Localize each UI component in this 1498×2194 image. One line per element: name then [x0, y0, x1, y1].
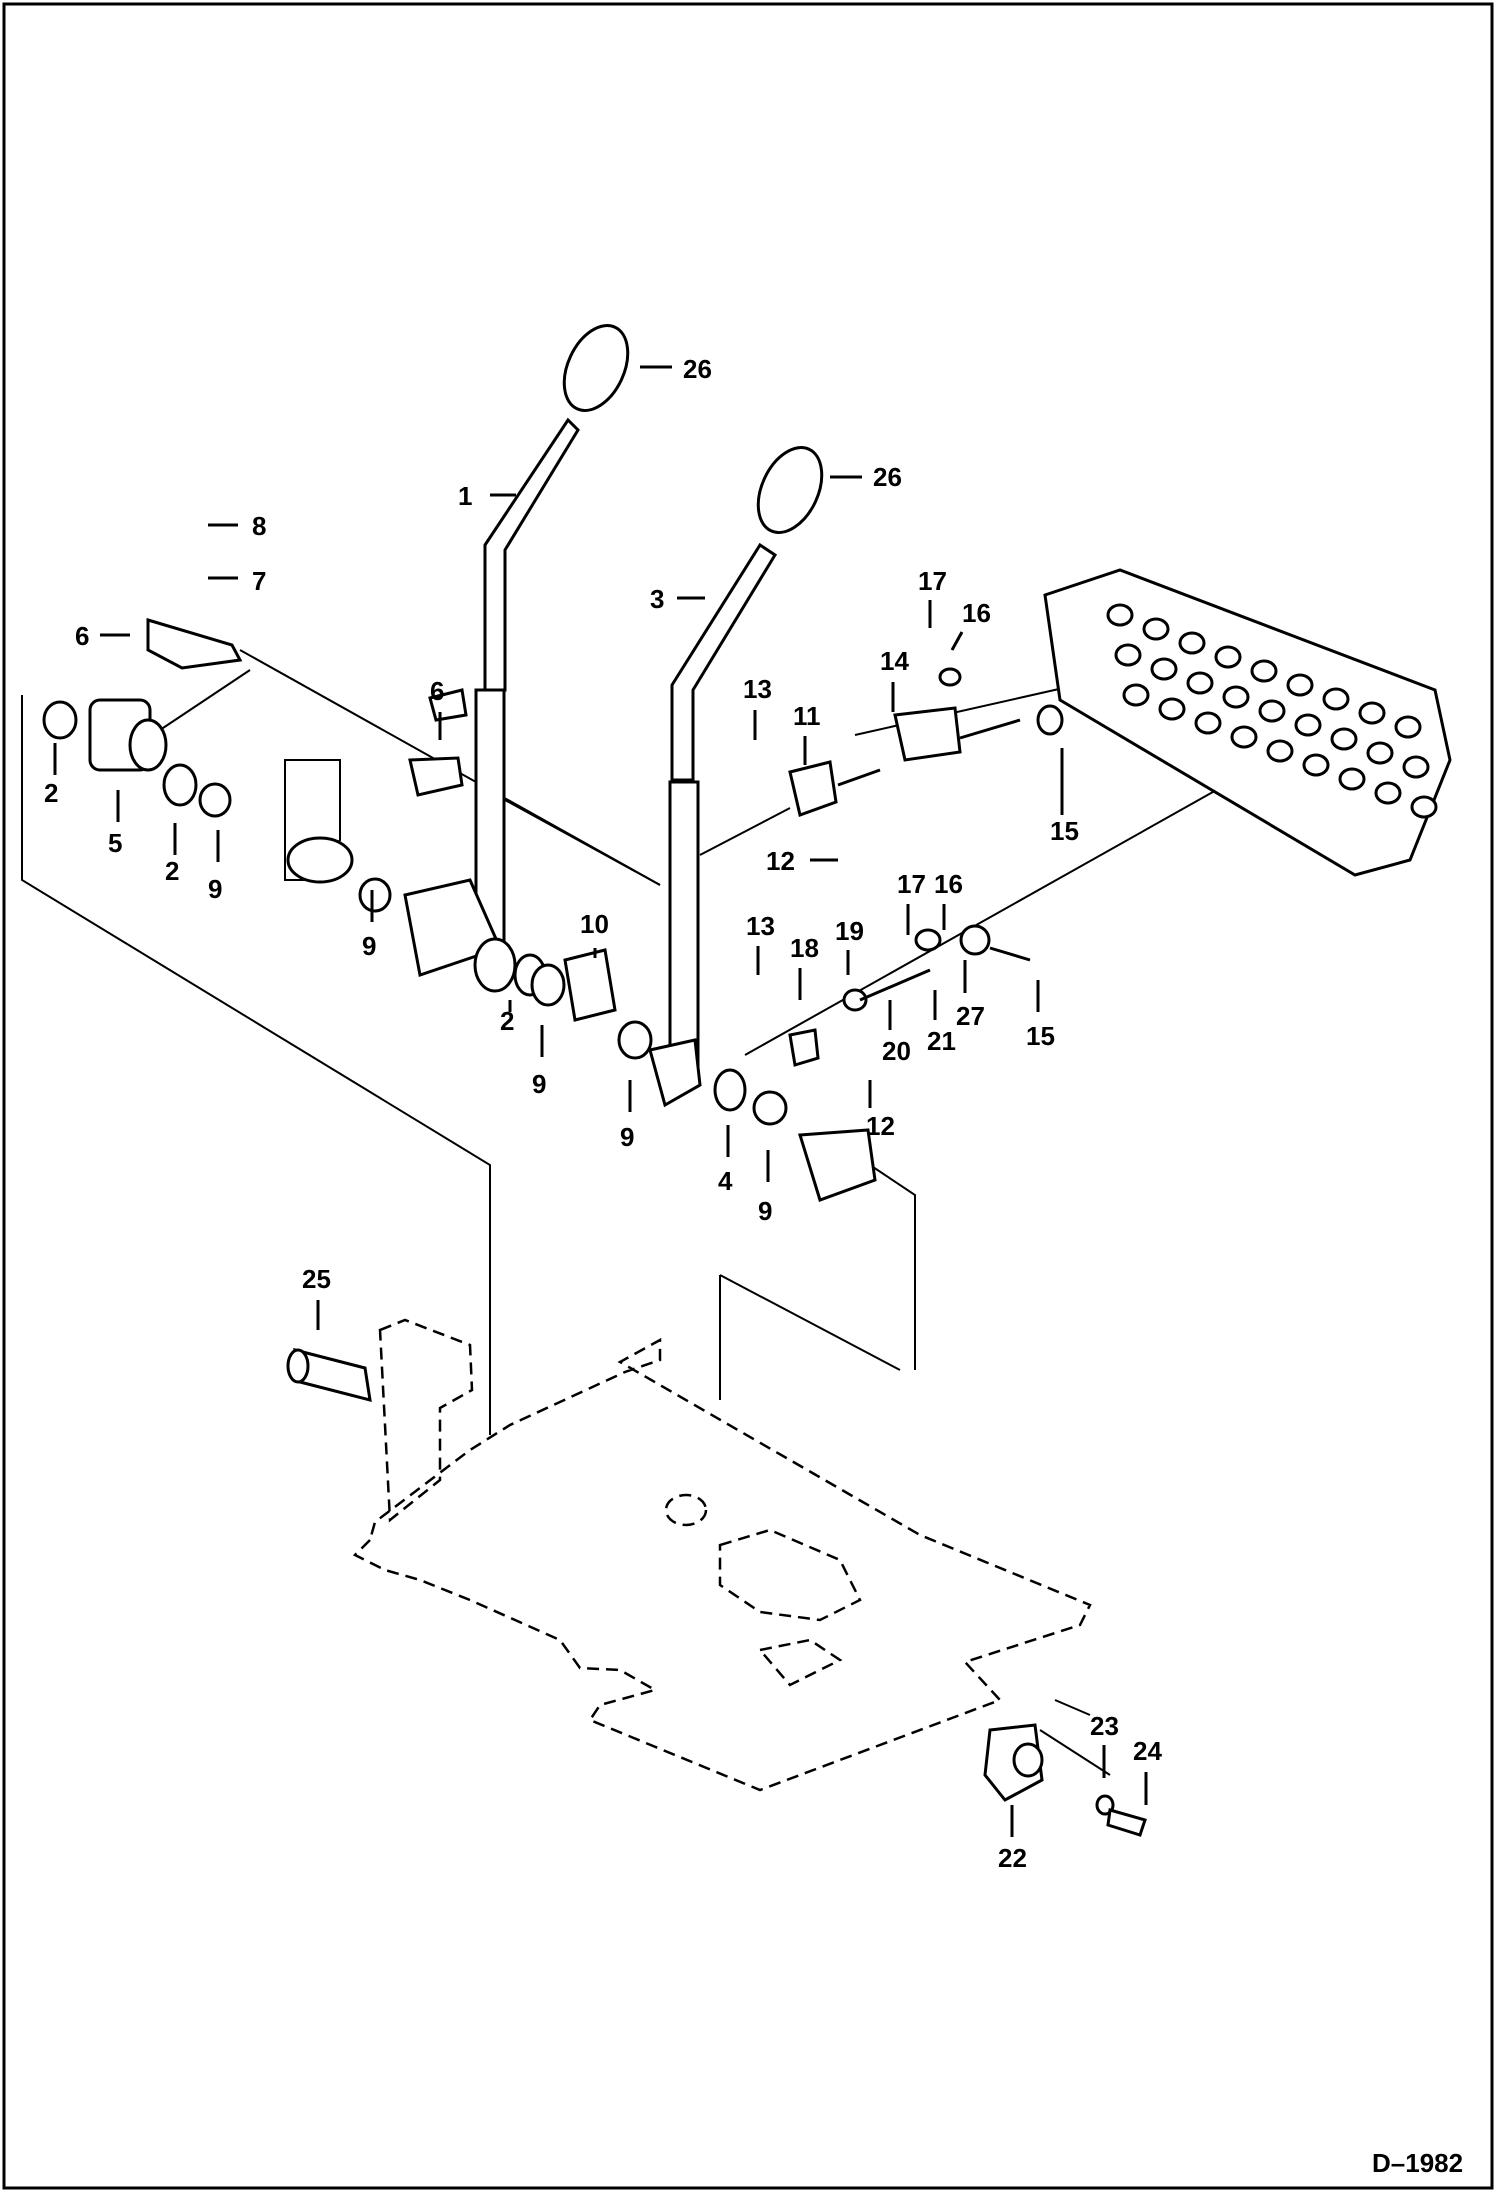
- callout-16: 16: [962, 598, 991, 628]
- callout-9: 9: [362, 931, 376, 961]
- valve-spool-port: [1194, 711, 1222, 735]
- valve-spool-port: [1222, 685, 1250, 709]
- callout-9: 9: [208, 874, 222, 904]
- cover-22: [983, 1723, 1147, 1837]
- callout-27: 27: [956, 1001, 985, 1031]
- valve-spool-port: [1230, 725, 1258, 749]
- callout-9: 9: [532, 1069, 546, 1099]
- valve-spool-port: [1286, 673, 1314, 697]
- valve-spool-port: [1186, 671, 1214, 695]
- callout-1: 1: [458, 481, 472, 511]
- valve-spool-port: [1294, 713, 1322, 737]
- pin-25: [286, 1347, 372, 1403]
- valve-spool-port: [1330, 727, 1358, 751]
- valve-spool-port: [1322, 687, 1350, 711]
- callout-2: 2: [500, 1006, 514, 1036]
- valve-spool-port: [1394, 715, 1422, 739]
- callout-12: 12: [866, 1111, 895, 1141]
- callout-26: 26: [683, 354, 712, 384]
- valve-spool-port: [1142, 617, 1170, 641]
- callout-21: 21: [927, 1026, 956, 1056]
- valve-spool-port: [1402, 755, 1430, 779]
- callout-19: 19: [835, 916, 864, 946]
- callout-15: 15: [1050, 816, 1079, 846]
- valve-spool-port: [1366, 741, 1394, 765]
- callout-18: 18: [790, 933, 819, 963]
- callout-14: 14: [880, 646, 909, 676]
- valve-spool-port: [1258, 699, 1286, 723]
- valve-spool-port: [1178, 631, 1206, 655]
- callout-10: 10: [580, 909, 609, 939]
- callout-13: 13: [743, 674, 772, 704]
- valve-spool-port: [1114, 643, 1142, 667]
- callout-12: 12: [766, 846, 795, 876]
- assembly-lines: [21, 649, 1221, 1776]
- callout-8: 8: [252, 511, 266, 541]
- control-valve: [1043, 568, 1452, 877]
- floor-plate: [352, 1318, 1092, 1792]
- control-lever-1: [474, 324, 630, 947]
- callout-20: 20: [882, 1036, 911, 1066]
- valve-spool-port: [1338, 767, 1366, 791]
- callout-3: 3: [650, 584, 664, 614]
- valve-spool-port: [1150, 657, 1178, 681]
- callout-9: 9: [758, 1196, 772, 1226]
- callout-15: 15: [1026, 1021, 1055, 1051]
- valve-spool-port: [1302, 753, 1330, 777]
- valve-spool-port: [1358, 701, 1386, 725]
- callout-5: 5: [108, 828, 122, 858]
- callout-2: 2: [165, 856, 179, 886]
- callout-17: 17: [918, 566, 947, 596]
- callout-6: 6: [75, 621, 89, 651]
- valve-spool-port: [1250, 659, 1278, 683]
- callout-25: 25: [302, 1264, 331, 1294]
- callout-16: 16: [934, 869, 963, 899]
- leader-line-16: [950, 631, 964, 651]
- callout-23: 23: [1090, 1711, 1119, 1741]
- valve-spool-port: [1410, 795, 1438, 819]
- valve-spool-port: [1214, 645, 1242, 669]
- valve-spool-port: [1158, 697, 1186, 721]
- callout-17: 17: [897, 869, 926, 899]
- callout-6: 6: [430, 676, 444, 706]
- left-pivot-bracket: [42, 617, 392, 913]
- callout-22: 22: [998, 1843, 1027, 1873]
- callout-2: 2: [44, 778, 58, 808]
- valve-spool-port: [1106, 603, 1134, 627]
- control-lever-3: [668, 446, 824, 1079]
- valve-spool-port: [1266, 739, 1294, 763]
- valve-spool-port: [1374, 781, 1402, 805]
- callout-9: 9: [620, 1122, 634, 1152]
- valve-spool-port: [1122, 683, 1150, 707]
- callout-11: 11: [793, 701, 821, 731]
- linkage-assembly: [788, 667, 1064, 1067]
- callout-13: 13: [746, 911, 775, 941]
- callout-26: 26: [873, 462, 902, 492]
- callout-4: 4: [718, 1166, 733, 1196]
- drawing-reference-number: D–1982: [1372, 2148, 1463, 2178]
- callout-24: 24: [1133, 1736, 1162, 1766]
- callout-7: 7: [252, 566, 266, 596]
